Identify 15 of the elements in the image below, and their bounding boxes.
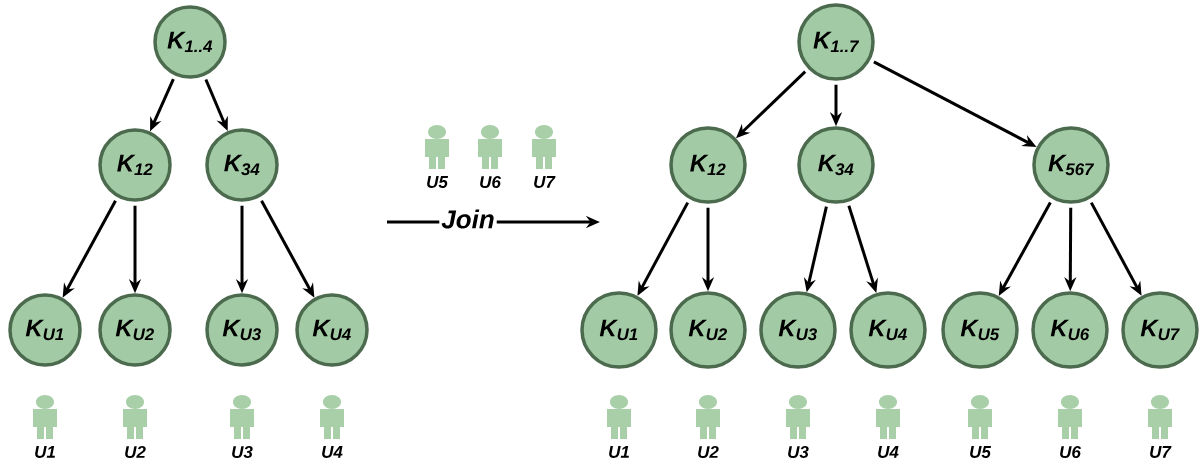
user-label: U2 [698, 445, 719, 458]
user-label: U5 [970, 446, 992, 458]
user-label: U4 [322, 446, 343, 458]
user-label: U7 [1150, 446, 1172, 458]
user-label: U2 [125, 445, 146, 458]
user-label: U5 [427, 176, 449, 188]
arrow-label: Join [439, 207, 497, 231]
user-label: U6 [1060, 445, 1081, 458]
user-label: U6 [480, 176, 501, 188]
user-label: U1 [35, 446, 55, 458]
user-label: U4 [878, 446, 899, 458]
user-label: U3 [788, 445, 809, 458]
user-label: U3 [232, 445, 253, 458]
user-label: U1 [609, 446, 629, 458]
user-label: U7 [534, 176, 556, 188]
